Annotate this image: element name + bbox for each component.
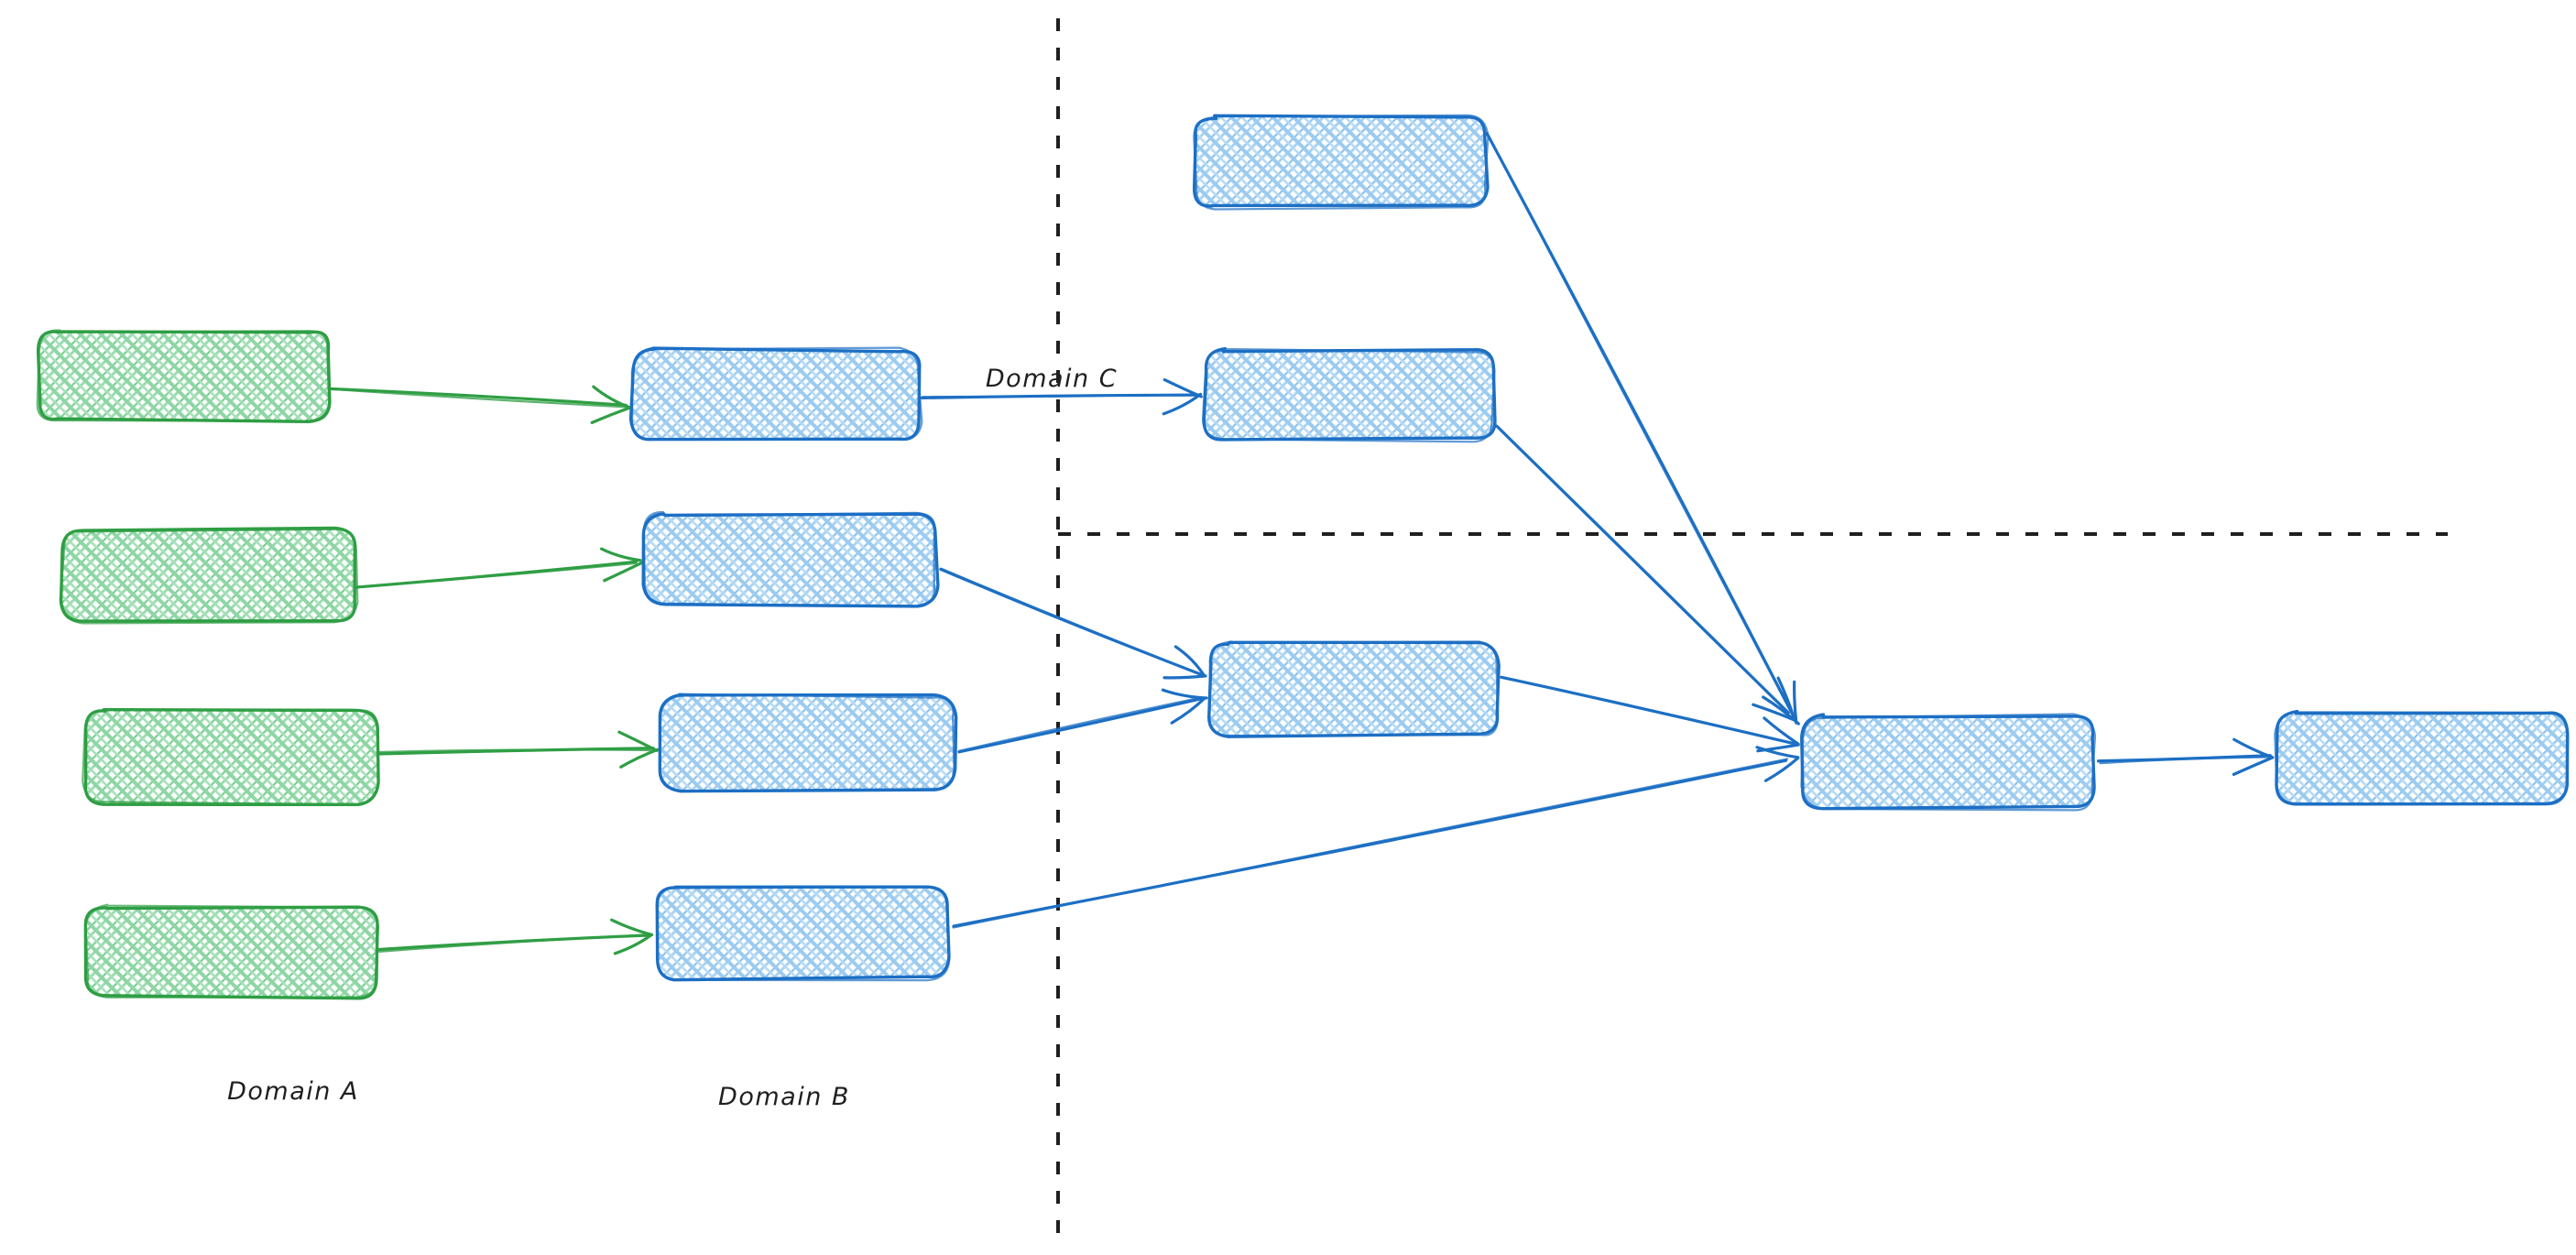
node-b4[interactable] xyxy=(655,885,951,982)
node-b2[interactable] xyxy=(641,510,940,608)
edge-b3-to-c3 xyxy=(957,688,1208,754)
label-domain-c: Domain C xyxy=(986,365,1118,393)
arrowhead-icon xyxy=(1162,645,1207,680)
arrowhead-icon xyxy=(2232,737,2275,776)
node-c2[interactable] xyxy=(1201,346,1497,443)
node-c1[interactable] xyxy=(1192,114,1490,211)
node-a2[interactable] xyxy=(59,526,359,625)
arrowhead-icon xyxy=(590,385,634,424)
node-a4[interactable] xyxy=(83,903,380,1000)
node-d1[interactable] xyxy=(1800,713,2097,812)
arrowhead-icon xyxy=(599,547,644,583)
edge-d1-to-d2 xyxy=(2096,737,2275,776)
arrowhead-icon xyxy=(610,918,654,955)
edge-a1-to-b1 xyxy=(327,385,634,424)
node-d2[interactable] xyxy=(2274,709,2570,806)
edge-b4-to-d1 xyxy=(952,746,1800,929)
label-domain-a: Domain A xyxy=(227,1077,359,1106)
edge-a3-to-b3 xyxy=(377,730,660,769)
edge-b2-to-c3 xyxy=(939,567,1207,680)
arrowhead-icon xyxy=(1762,680,1800,726)
node-b3[interactable] xyxy=(658,693,958,793)
arrowhead-icon xyxy=(1755,746,1800,782)
arrowhead-icon xyxy=(1752,676,1796,721)
arrowhead-icon xyxy=(1162,377,1203,416)
node-a3[interactable] xyxy=(82,707,380,807)
edge-layer xyxy=(327,131,2275,955)
arrowhead-icon xyxy=(1161,688,1208,725)
node-layer xyxy=(36,114,2570,1000)
edge-c1-to-d1 xyxy=(1485,131,1800,726)
node-a1[interactable] xyxy=(36,329,332,424)
edge-c3-to-d1 xyxy=(1500,675,1800,753)
node-b1[interactable] xyxy=(628,346,923,442)
edge-c2-to-d1 xyxy=(1495,424,1796,721)
node-c3[interactable] xyxy=(1207,640,1501,738)
arrowhead-icon xyxy=(1756,716,1800,753)
edge-a2-to-b2 xyxy=(355,547,644,589)
edge-a4-to-b4 xyxy=(376,918,654,955)
edge-b1-to-c2 xyxy=(920,377,1203,416)
label-domain-b: Domain B xyxy=(718,1083,850,1111)
arrowhead-icon xyxy=(617,730,660,769)
domain-label-layer: Domain A Domain B Domain C xyxy=(227,365,1118,1111)
